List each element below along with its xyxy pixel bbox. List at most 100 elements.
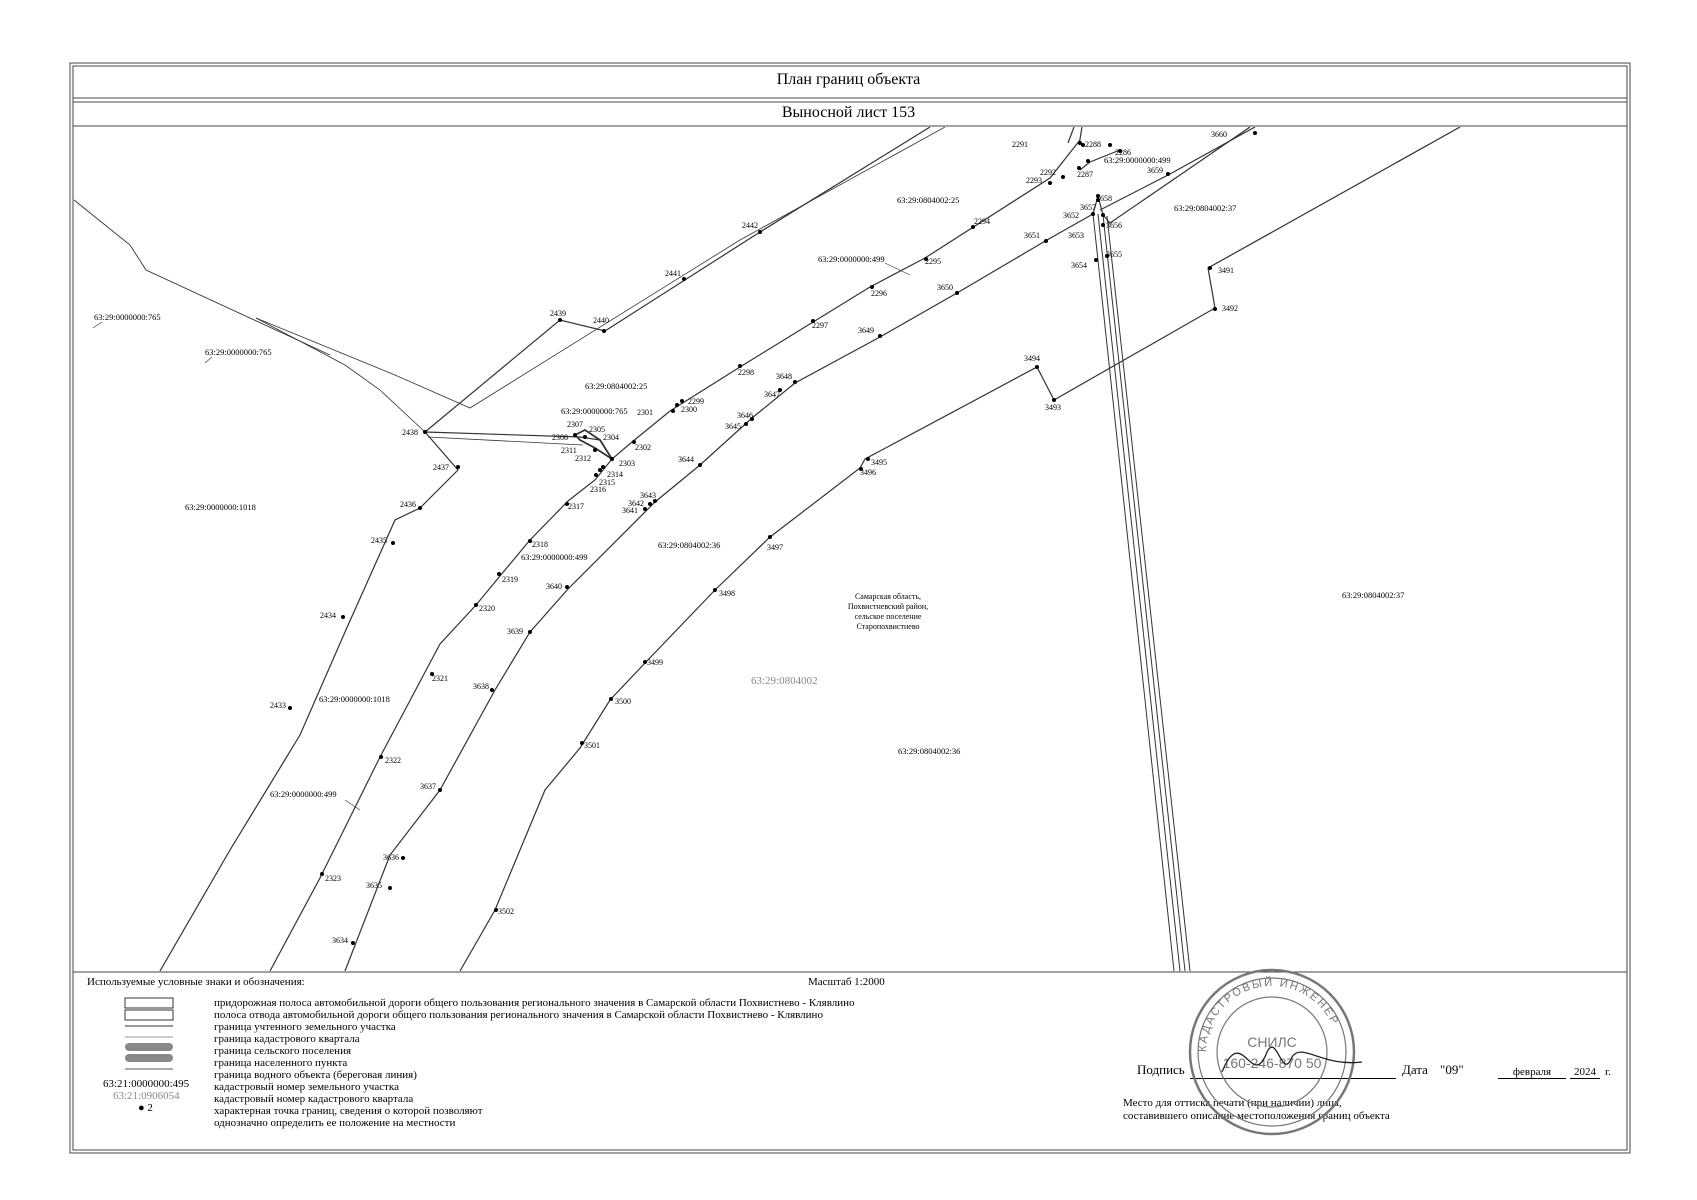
boundary-line	[255, 317, 426, 433]
road-boundary	[1092, 213, 1175, 971]
svg-text:2294: 2294	[974, 217, 990, 226]
parcel-number-label: 63:29:0804002:37	[1174, 203, 1236, 213]
road-boundary	[424, 127, 931, 433]
legend-item: кадастровый номер кадастрового квартала	[214, 1093, 414, 1105]
date-month: февраля	[1498, 1066, 1566, 1079]
svg-text:сельское поселение: сельское поселение	[855, 612, 922, 621]
svg-text:3492: 3492	[1222, 304, 1238, 313]
svg-text:3644: 3644	[678, 455, 694, 464]
svg-text:2305: 2305	[589, 425, 605, 434]
svg-text:3656: 3656	[1106, 221, 1122, 230]
legend-descriptions: придорожная полоса автомобильной дороги …	[214, 997, 855, 1129]
svg-text:3648: 3648	[776, 372, 792, 381]
parcel-number-label: 63:29:0000000:499	[270, 789, 337, 799]
parcel-number-label: 63:29:0000000:765	[561, 406, 628, 416]
parcel-number-label: 63:29:0000000:1018	[319, 694, 390, 704]
date-year-suffix: г.	[1605, 1066, 1612, 1078]
boundary-line	[255, 127, 946, 409]
seal-note-1: Место для оттиска печати (при наличии) л…	[1123, 1097, 1342, 1109]
svg-text:3660: 3660	[1211, 130, 1227, 139]
boundary-points	[288, 131, 1257, 945]
svg-text:3502: 3502	[498, 907, 514, 916]
svg-text:3496: 3496	[860, 468, 876, 477]
legend-item: граница кадастрового квартала	[214, 1033, 360, 1045]
svg-text:2301: 2301	[637, 408, 653, 417]
parcel-number-label: 63:29:0000000:499	[1104, 155, 1171, 165]
road-boundary	[1102, 214, 1186, 971]
leader-line	[344, 799, 361, 811]
svg-text:2293: 2293	[1026, 176, 1042, 185]
seal-snils-number: 160-246-870 50	[1223, 1055, 1322, 1071]
svg-text:2437: 2437	[433, 463, 449, 472]
legend-symbols	[124, 997, 174, 1070]
svg-text:2292: 2292	[1040, 168, 1056, 177]
svg-text:3641: 3641	[622, 506, 638, 515]
svg-text:3657: 3657	[1080, 203, 1096, 212]
svg-text:3634: 3634	[332, 936, 348, 945]
svg-text:3495: 3495	[871, 458, 887, 467]
quarter-number-label: 63:29:0804002	[751, 675, 818, 687]
svg-text:2317: 2317	[568, 502, 584, 511]
svg-text:3646: 3646	[737, 411, 753, 420]
parcel-number-label: 63:29:0000000:499	[818, 254, 885, 264]
svg-text:3649: 3649	[858, 326, 874, 335]
legend-item: однозначно определить ее положение на ме…	[214, 1117, 456, 1129]
sample-parcel-number: 63:21:0000000:495	[103, 1078, 190, 1090]
sample-point: ● 2	[138, 1102, 153, 1114]
parcel-number-label: 63:29:0804002:25	[897, 195, 959, 205]
legend-item: характерная точка границ, сведения о кот…	[214, 1105, 483, 1117]
legend-item: придорожная полоса автомобильной дороги …	[214, 997, 855, 1009]
road-boundary	[1097, 213, 1181, 971]
svg-text:3501: 3501	[584, 741, 600, 750]
parcel-number-label: 63:29:0804002:36	[898, 746, 960, 756]
svg-text:2308: 2308	[552, 433, 568, 442]
road-boundary	[269, 139, 1081, 971]
road-boundary	[159, 431, 459, 971]
svg-text:3651: 3651	[1024, 231, 1040, 240]
svg-text:2319: 2319	[502, 575, 518, 584]
parcel-number-label: 63:29:0804002:36	[658, 540, 720, 550]
svg-text:3639: 3639	[507, 627, 523, 636]
svg-text:2304: 2304	[603, 433, 619, 442]
svg-text:3636: 3636	[383, 853, 399, 862]
svg-text:2433: 2433	[270, 701, 286, 710]
svg-text:2321: 2321	[432, 674, 448, 683]
svg-text:2442: 2442	[742, 221, 758, 230]
date-year: 2024	[1570, 1066, 1600, 1079]
svg-text:2311: 2311	[561, 446, 577, 455]
svg-text:2291: 2291	[1012, 140, 1028, 149]
road-boundary	[427, 436, 584, 446]
svg-text:Старопохвистнево: Старопохвистнево	[856, 622, 919, 631]
parcel-number-label: 63:29:0804002:37	[1342, 590, 1404, 600]
handwritten-signature	[1221, 1046, 1362, 1073]
svg-text:2436: 2436	[400, 500, 416, 509]
leader-line	[884, 262, 911, 276]
legend-item: кадастровый номер земельного участка	[214, 1081, 399, 1093]
svg-text:2287: 2287	[1077, 170, 1093, 179]
svg-text:3645: 3645	[725, 422, 741, 431]
svg-text:3652: 3652	[1063, 211, 1079, 220]
svg-text:2435: 2435	[371, 536, 387, 545]
seal-note-2: составившего описание местоположения гра…	[1123, 1110, 1390, 1122]
svg-text:2318: 2318	[532, 540, 548, 549]
svg-text:2299: 2299	[688, 397, 704, 406]
svg-text:2316: 2316	[590, 485, 606, 494]
road-boundary	[459, 127, 1461, 971]
svg-text:3655: 3655	[1106, 250, 1122, 259]
svg-text:2439: 2439	[550, 309, 566, 318]
svg-text:2300: 2300	[681, 405, 697, 414]
svg-text:3638: 3638	[473, 682, 489, 691]
svg-text:2320: 2320	[479, 604, 495, 613]
boundary-line	[74, 199, 331, 356]
parcel-number-label: 63:29:0000000:499	[521, 552, 588, 562]
svg-text:2302: 2302	[635, 443, 651, 452]
legend-item: граница учтенного земельного участка	[214, 1021, 396, 1033]
svg-text:3659: 3659	[1147, 166, 1163, 175]
svg-text:3640: 3640	[546, 582, 562, 591]
signature-label: Подпись	[1137, 1062, 1185, 1077]
svg-text:2440: 2440	[593, 316, 609, 325]
signature-line	[1190, 1078, 1396, 1079]
